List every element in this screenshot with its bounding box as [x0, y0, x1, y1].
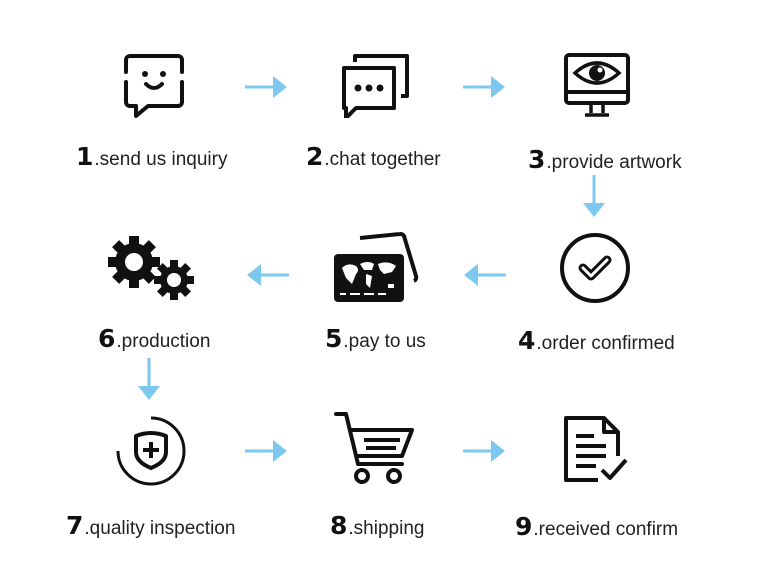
step-text: .shipping — [348, 518, 425, 539]
step-label-6: 6.production — [98, 324, 210, 353]
credit-card-icon — [334, 231, 419, 302]
step-label-7: 7.quality inspection — [66, 511, 235, 540]
chat-bubbles-icon — [342, 54, 409, 118]
step-label-3: 3.provide artwork — [528, 145, 682, 174]
step-label-8: 8.shipping — [330, 511, 424, 540]
step-number: 2 — [306, 142, 324, 171]
gears-icon — [108, 236, 194, 300]
step-text: .chat together — [324, 149, 441, 170]
monitor-eye-icon — [564, 53, 630, 117]
step-text: .production — [116, 331, 211, 352]
step-number: 7 — [66, 511, 84, 540]
step-number: 3 — [528, 145, 546, 174]
step-number: 8 — [330, 511, 348, 540]
arrow-down-icon — [583, 175, 605, 217]
smiley-chat-icon — [124, 54, 184, 118]
arrow-right-icon — [245, 440, 287, 462]
step-number: 1 — [76, 142, 94, 171]
step-number: 5 — [325, 324, 343, 353]
step-label-5: 5.pay to us — [325, 324, 426, 353]
step-label-1: 1.send us inquiry — [76, 142, 227, 171]
arrow-right-icon — [463, 440, 505, 462]
document-check-icon — [564, 416, 628, 482]
step-number: 4 — [518, 326, 536, 355]
step-label-4: 4.order confirmed — [518, 326, 675, 355]
arrow-down-icon — [138, 358, 160, 400]
step-label-9: 9.received confirm — [515, 512, 678, 541]
step-text: .received confirm — [533, 519, 679, 540]
shield-plus-icon — [116, 416, 186, 486]
step-text: .order confirmed — [536, 333, 675, 354]
step-text: .provide artwork — [546, 152, 682, 173]
step-text: .quality inspection — [84, 518, 236, 539]
arrow-left-icon — [247, 264, 289, 286]
shopping-cart-icon — [334, 412, 414, 484]
step-number: 6 — [98, 324, 116, 353]
step-text: .send us inquiry — [94, 149, 228, 170]
step-text: .pay to us — [343, 331, 426, 352]
step-number: 9 — [515, 512, 533, 541]
arrow-right-icon — [245, 76, 287, 98]
step-label-2: 2.chat together — [306, 142, 441, 171]
arrow-right-icon — [463, 76, 505, 98]
arrow-left-icon — [464, 264, 506, 286]
check-circle-icon — [560, 233, 630, 303]
